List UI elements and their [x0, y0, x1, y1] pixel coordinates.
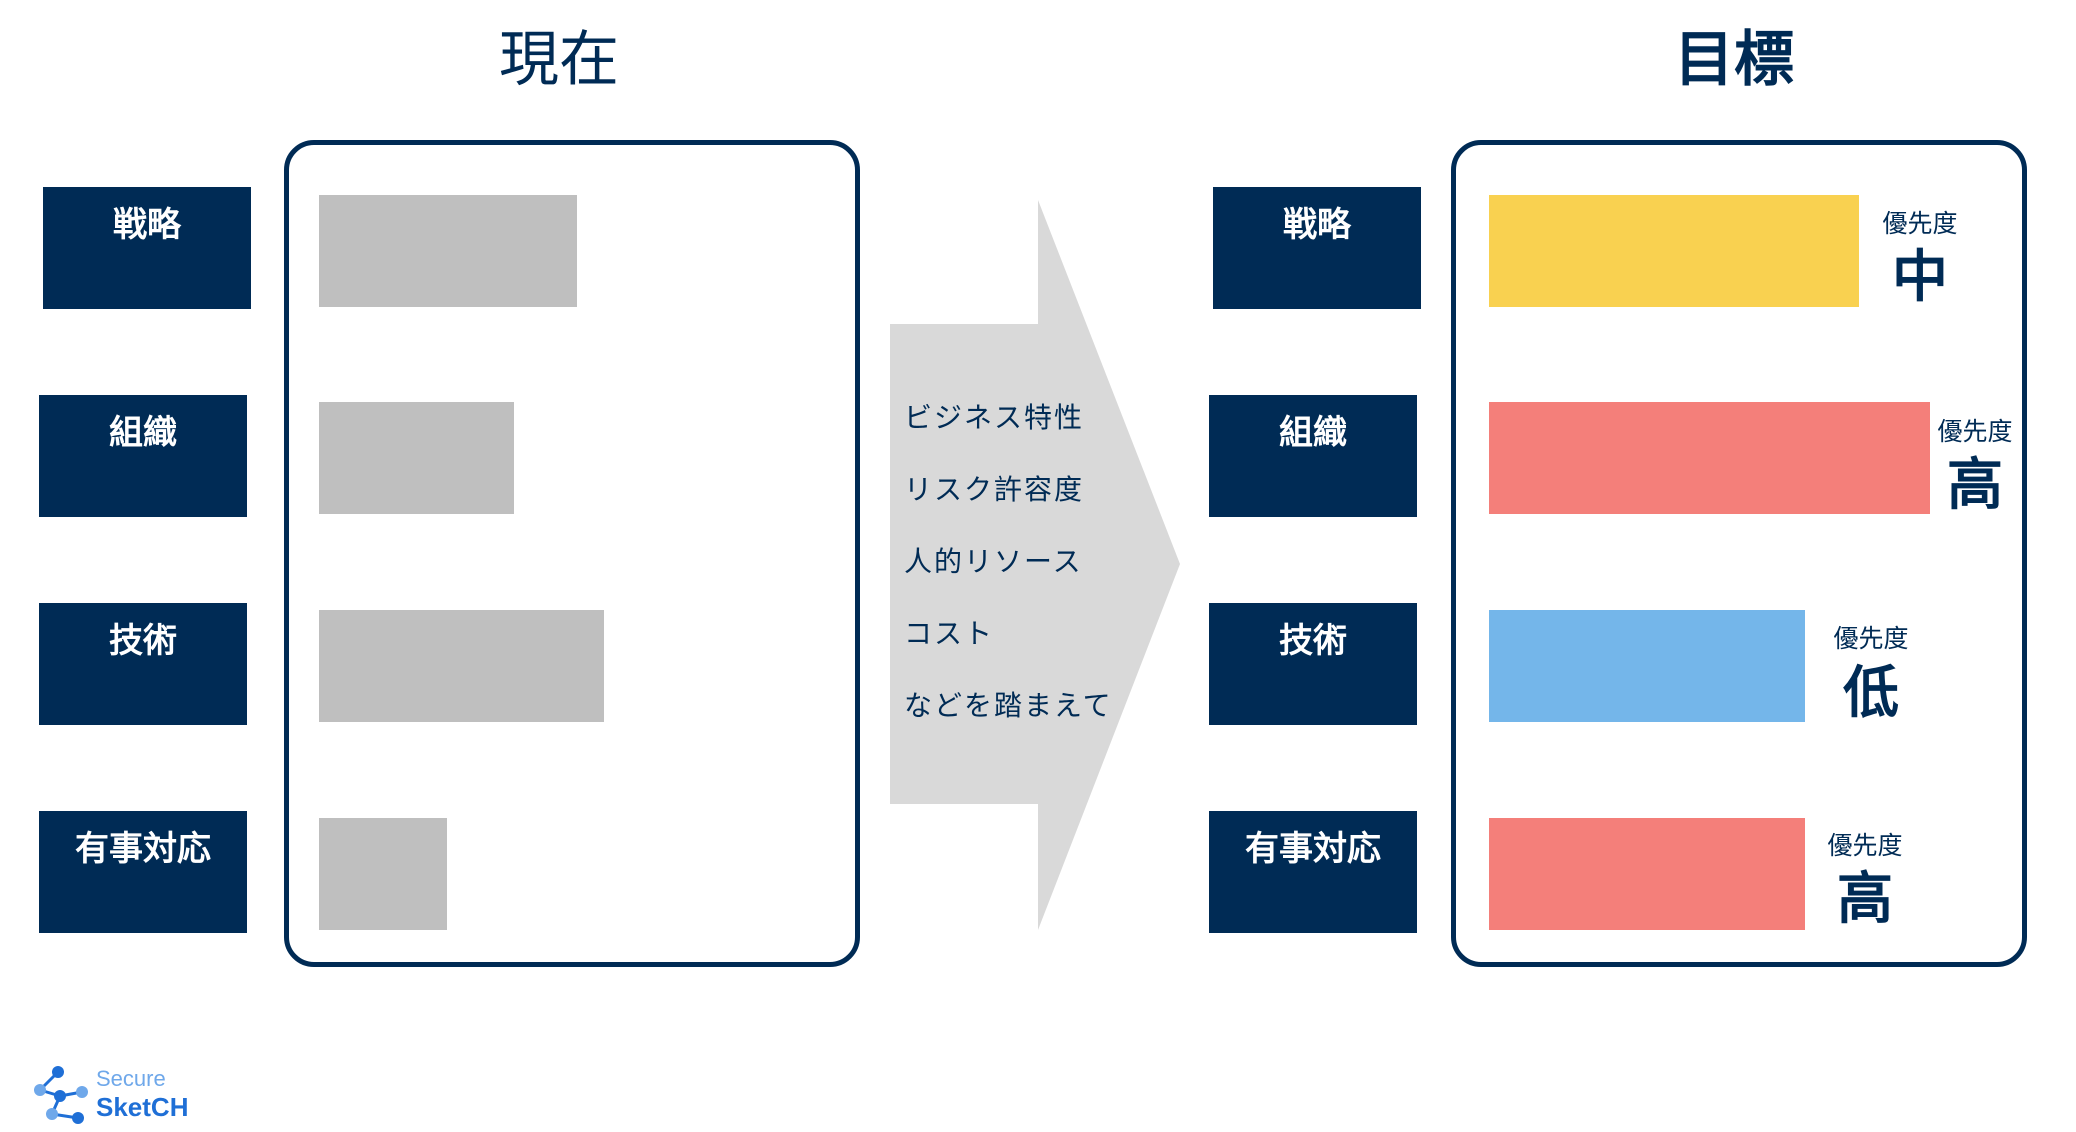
- current-bar-organization: [319, 402, 514, 514]
- current-label-strategy: 戦略: [43, 187, 251, 309]
- current-label-organization: 組織: [39, 395, 247, 517]
- current-label-technology: 技術: [39, 603, 247, 725]
- transition-arrow: [890, 200, 1180, 930]
- target-bar-strategy: [1489, 195, 1859, 307]
- current-bar-technology: [319, 610, 604, 722]
- priority-caption-organization: 優先度: [1937, 417, 2013, 446]
- factor-considering: などを踏まえて: [904, 689, 1113, 722]
- factor-risk-tolerance: リスク許容度: [904, 473, 1085, 506]
- logo-text-sketch: SketCH: [96, 1092, 189, 1122]
- priority-caption-strategy: 優先度: [1882, 209, 1958, 238]
- current-bar-strategy: [319, 195, 577, 307]
- target-label-strategy: 戦略: [1213, 187, 1421, 309]
- factor-cost: コスト: [904, 617, 995, 650]
- target-label-incident-response: 有事対応: [1209, 811, 1417, 933]
- target-label-technology: 技術: [1209, 603, 1417, 725]
- current-title: 現在: [499, 25, 619, 95]
- priority-value-organization: 高: [1947, 453, 2003, 518]
- current-label-incident-response: 有事対応: [39, 811, 247, 933]
- target-title: 目標: [1674, 25, 1794, 95]
- secure-sketch-logo-icon: [34, 1066, 88, 1124]
- factor-business: ビジネス特性: [904, 401, 1085, 434]
- target-bar-organization: [1489, 402, 1930, 514]
- priority-value-technology: 低: [1843, 661, 1899, 726]
- priority-caption-incident-response: 優先度: [1827, 831, 1903, 860]
- priority-caption-technology: 優先度: [1833, 624, 1909, 653]
- logo-text-secure: Secure: [96, 1066, 166, 1091]
- priority-value-strategy: 中: [1892, 245, 1948, 310]
- target-bar-technology: [1489, 610, 1805, 722]
- current-bar-incident-response: [319, 818, 447, 930]
- target-bar-incident-response: [1489, 818, 1805, 930]
- factor-human-resources: 人的リソース: [904, 545, 1083, 578]
- target-label-organization: 組織: [1209, 395, 1417, 517]
- priority-value-incident-response: 高: [1837, 867, 1893, 932]
